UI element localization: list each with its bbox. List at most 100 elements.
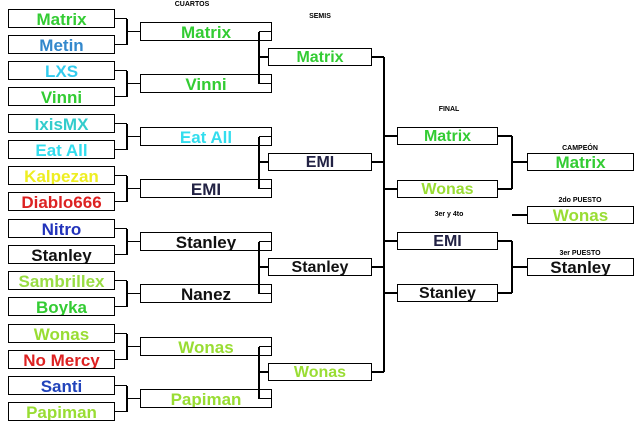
cuartos-box: Eat All bbox=[140, 127, 272, 146]
bracket-line bbox=[115, 122, 127, 125]
player-box: Wonas bbox=[8, 324, 115, 343]
bracket-line bbox=[512, 214, 527, 216]
player-box: Sambrillex bbox=[8, 271, 115, 290]
bracket-line bbox=[115, 305, 127, 308]
player-name: Stanley bbox=[419, 285, 476, 302]
bracket-line bbox=[115, 95, 127, 98]
final-box: Wonas bbox=[397, 180, 498, 198]
bracket-line bbox=[498, 188, 512, 190]
player-box: IxisMX bbox=[8, 114, 115, 133]
bracket-line bbox=[259, 266, 268, 268]
player-box: Papiman bbox=[8, 402, 115, 421]
player-name: Matrix bbox=[180, 23, 232, 41]
player-box: Vinni bbox=[8, 87, 115, 106]
player-name: Vinni bbox=[40, 88, 83, 106]
bracket-line bbox=[259, 161, 268, 163]
bracket-line bbox=[259, 82, 272, 85]
semis-box: EMI bbox=[268, 153, 372, 171]
label-tercero-cuarto: 3er y 4to bbox=[434, 211, 464, 218]
label-final: FINAL bbox=[438, 106, 460, 113]
bracket-line bbox=[384, 292, 397, 294]
bracket-line bbox=[115, 17, 127, 20]
bracket-line bbox=[115, 148, 127, 151]
player-name: EMI bbox=[190, 180, 222, 198]
bracket-line bbox=[127, 135, 140, 138]
bracket-line bbox=[384, 135, 397, 137]
bracket-line bbox=[115, 410, 127, 413]
player-name: Stanley bbox=[31, 246, 92, 264]
bracket-line bbox=[498, 135, 512, 137]
player-box: Eat All bbox=[8, 140, 115, 159]
player-box: Matrix bbox=[8, 9, 115, 28]
label-campeon: CAMPEÓN bbox=[562, 145, 598, 152]
bracket-line bbox=[512, 266, 527, 268]
segundo-box: Wonas bbox=[527, 206, 634, 224]
bracket-line bbox=[127, 292, 140, 295]
player-name: Wonas bbox=[552, 206, 609, 224]
semis-box: Matrix bbox=[268, 48, 372, 66]
player-name: IxisMX bbox=[34, 115, 89, 133]
semis-box: Wonas bbox=[268, 363, 372, 381]
bracket-line bbox=[115, 332, 127, 335]
player-name: Wonas bbox=[293, 364, 347, 381]
player-box: LXS bbox=[8, 61, 115, 80]
player-name: No Mercy bbox=[23, 351, 100, 369]
bracket-line bbox=[383, 57, 385, 162]
bracket-line bbox=[259, 56, 268, 58]
bracket-line bbox=[372, 56, 384, 58]
player-name: Matrix bbox=[555, 153, 606, 171]
bracket-line bbox=[115, 279, 127, 282]
label-segundo: 2do PUESTO bbox=[558, 197, 602, 204]
player-name: Vinni bbox=[185, 75, 227, 93]
player-name: Matrix bbox=[423, 128, 472, 145]
player-box: Boyka bbox=[8, 297, 115, 316]
bracket-line bbox=[115, 174, 127, 177]
player-name: Diablo666 bbox=[21, 193, 102, 211]
bracket-line bbox=[259, 240, 272, 243]
bracket-line bbox=[259, 187, 272, 190]
semis-box: Stanley bbox=[268, 258, 372, 276]
bracket-line bbox=[259, 292, 272, 295]
label-cuartos: CUARTOS bbox=[174, 1, 210, 8]
tercero-cuarto-box: Stanley bbox=[397, 284, 498, 302]
player-name: Stanley bbox=[175, 233, 237, 251]
player-name: Kalpezan bbox=[24, 167, 99, 185]
bracket-line bbox=[259, 345, 272, 348]
bracket-line bbox=[383, 267, 385, 372]
bracket-line bbox=[115, 358, 127, 361]
bracket-line bbox=[127, 30, 140, 33]
player-box: Nitro bbox=[8, 219, 115, 238]
player-box: No Mercy bbox=[8, 350, 115, 369]
bracket-line bbox=[372, 371, 384, 373]
cuartos-box: Vinni bbox=[140, 74, 272, 93]
bracket-line bbox=[384, 188, 397, 190]
player-name: Boyka bbox=[35, 298, 88, 316]
label-tercero: 3er PUESTO bbox=[559, 250, 601, 257]
bracket-line bbox=[372, 266, 384, 268]
bracket-line bbox=[498, 240, 512, 242]
player-name: Sambrillex bbox=[18, 272, 105, 290]
bracket-line bbox=[384, 240, 397, 242]
cuartos-box: Wonas bbox=[140, 337, 272, 356]
player-name: Matrix bbox=[296, 49, 344, 66]
bracket-line bbox=[115, 227, 127, 230]
bracket-line bbox=[127, 187, 140, 190]
bracket-line bbox=[259, 135, 272, 138]
bracket-line bbox=[127, 82, 140, 85]
bracket-line bbox=[498, 292, 512, 294]
player-name: LXS bbox=[44, 62, 79, 80]
final-box: Matrix bbox=[397, 127, 498, 145]
bracket-line bbox=[127, 345, 140, 348]
player-box: Diablo666 bbox=[8, 192, 115, 211]
label-semis: SEMIS bbox=[309, 13, 331, 20]
player-name: Nanez bbox=[180, 285, 232, 303]
player-name: Nitro bbox=[41, 220, 82, 238]
bracket-line bbox=[127, 397, 140, 400]
bracket-line bbox=[259, 371, 268, 373]
cuartos-box: Matrix bbox=[140, 22, 272, 41]
bracket-line bbox=[115, 69, 127, 72]
bracket-line bbox=[115, 384, 127, 387]
cuartos-box: Papiman bbox=[140, 389, 272, 408]
player-box: Metin bbox=[8, 35, 115, 54]
